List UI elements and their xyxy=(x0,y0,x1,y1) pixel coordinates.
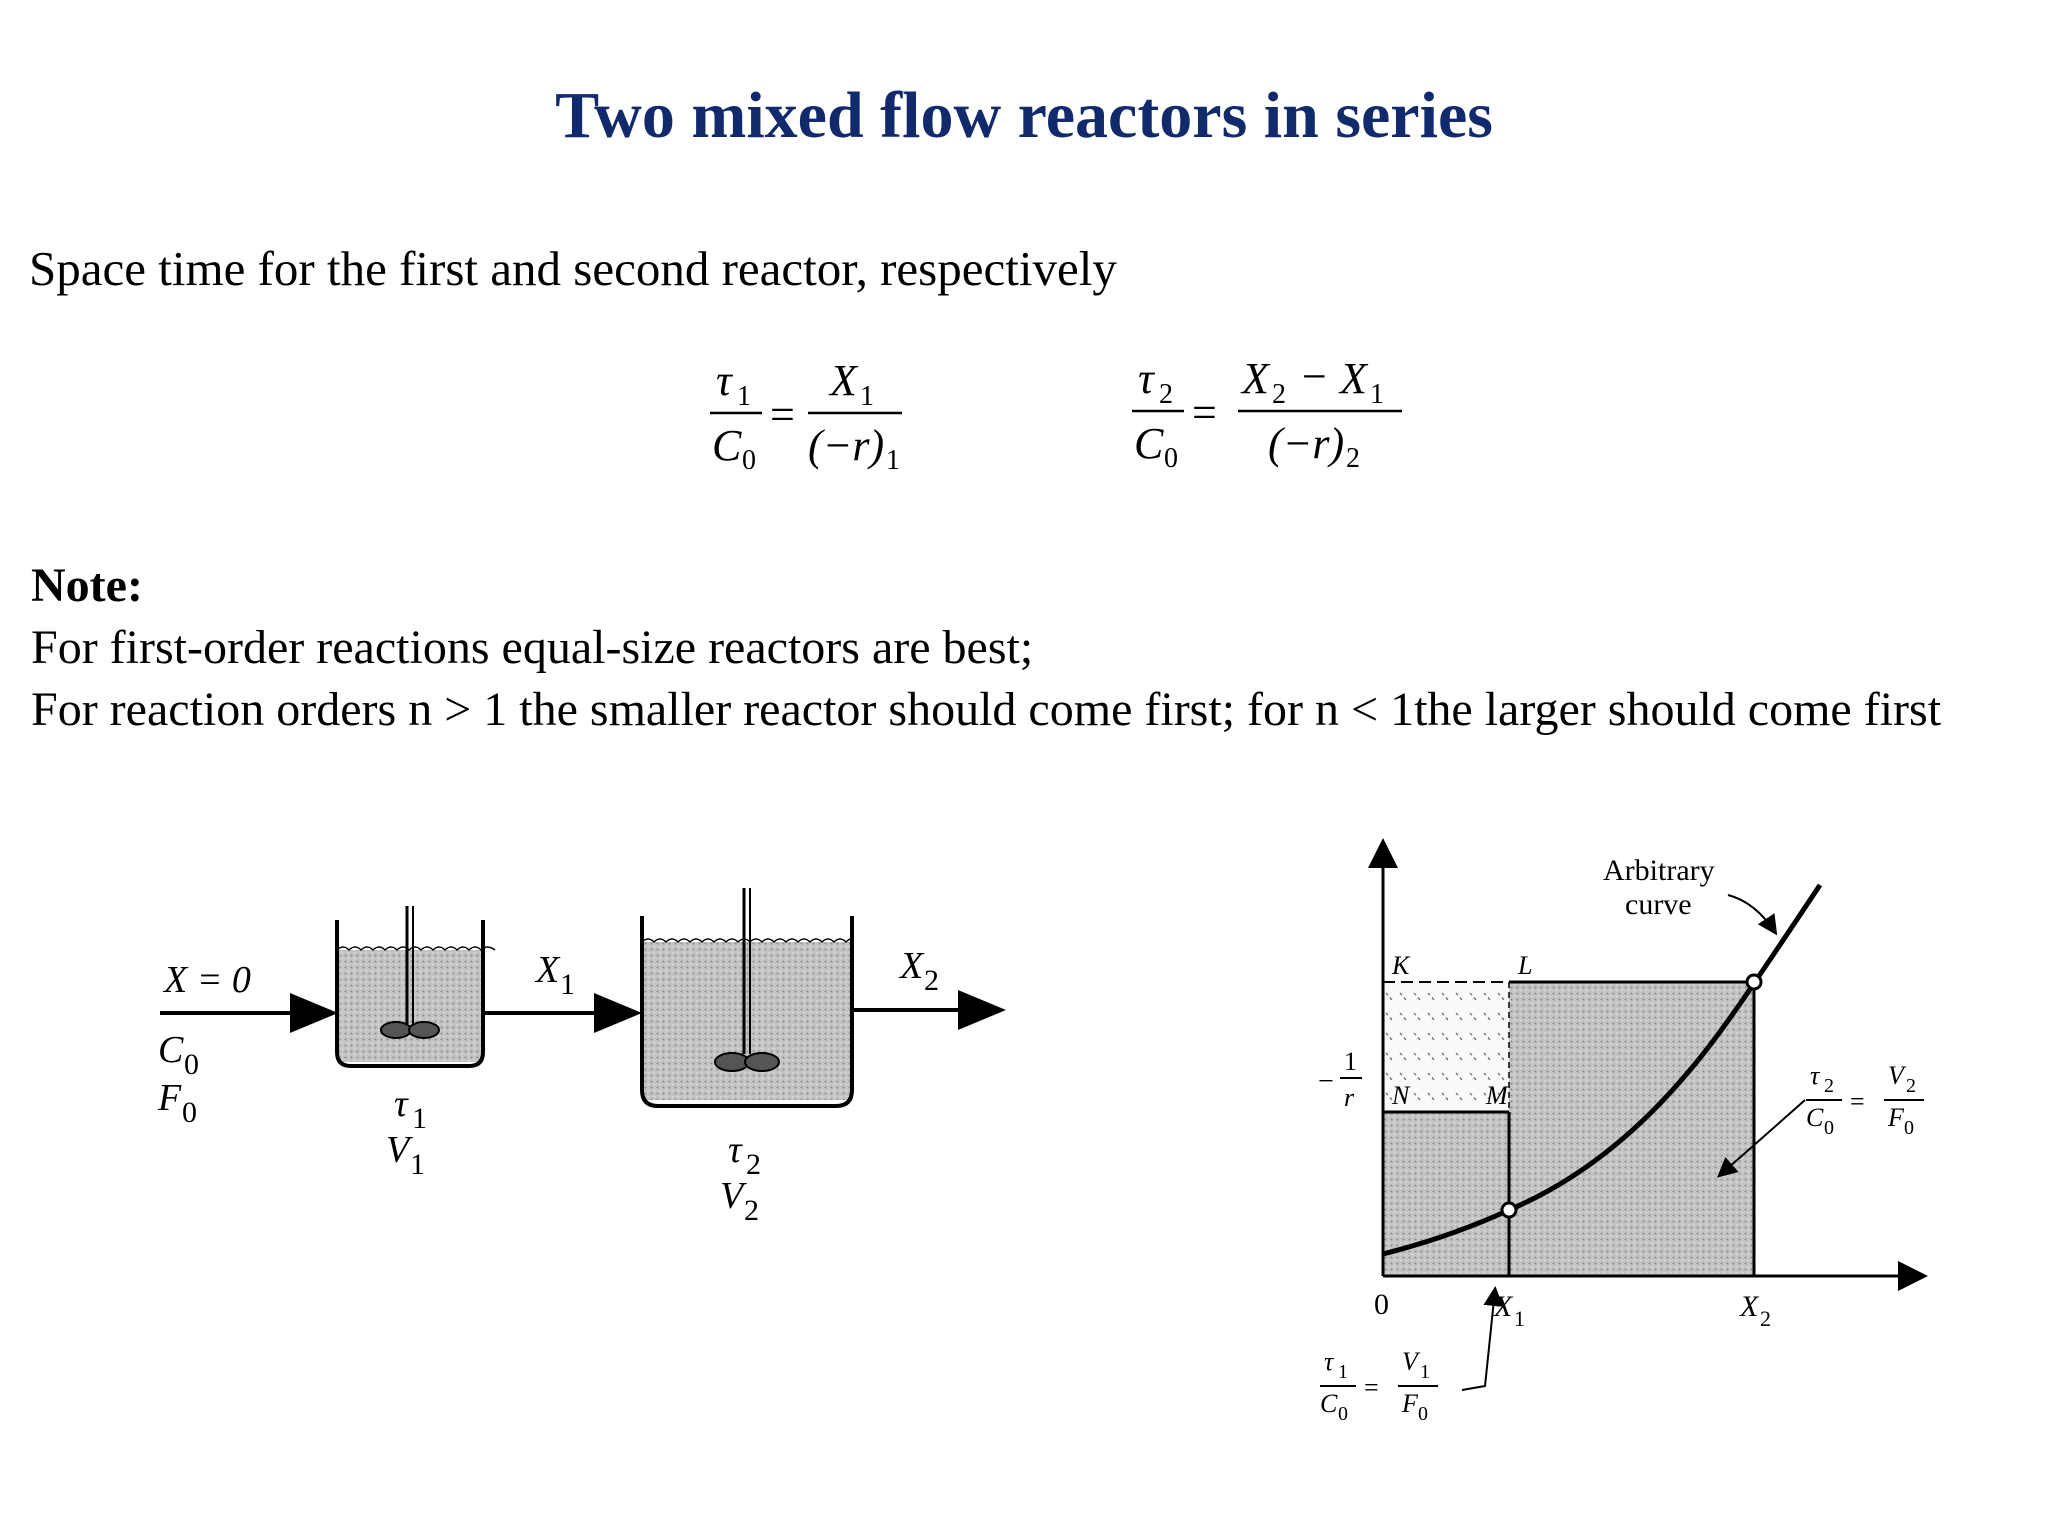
eq1-rate: (−r) xyxy=(808,421,884,470)
area2-v: V xyxy=(1888,1061,1907,1090)
feed-conc-label: C xyxy=(158,1029,184,1071)
reactor-1-tau: τ xyxy=(394,1083,409,1125)
feed-flow-label: F xyxy=(157,1077,182,1119)
eq2-minus: − xyxy=(1302,352,1327,401)
equation-first-reactor: τ 1 C 0 = X 1 (−r) 1 xyxy=(710,356,902,476)
reactor-1-tau-sub: 1 xyxy=(412,1102,427,1135)
eq1-x-sub: 1 xyxy=(860,381,874,412)
area1-c: C xyxy=(1320,1389,1338,1418)
equation-second-reactor: τ 2 C 0 = X 2 − X 1 (−r) 2 xyxy=(1132,352,1402,474)
area2-c: C xyxy=(1806,1103,1824,1132)
area1-f-sub: 0 xyxy=(1418,1403,1428,1425)
y-axis-minus: − xyxy=(1318,1066,1334,1097)
eq1-x: X xyxy=(828,356,859,405)
area1-equals: = xyxy=(1364,1373,1379,1402)
mid-stream-label: X xyxy=(534,949,561,991)
feed-conversion-label: X = 0 xyxy=(162,959,251,1001)
reactor-2-tau: τ xyxy=(728,1129,743,1171)
eq2-x2-sub: 2 xyxy=(1272,379,1286,410)
eq1-c: C xyxy=(712,421,742,470)
y-axis-num: 1 xyxy=(1344,1047,1357,1076)
area1-c-sub: 0 xyxy=(1338,1403,1348,1425)
area2-tau: τ xyxy=(1810,1061,1821,1090)
eq2-rate-sub: 2 xyxy=(1346,443,1360,474)
area-reactor-1-region xyxy=(1383,982,1509,1112)
eq2-x1-sub: 1 xyxy=(1370,379,1384,410)
area2-f: F xyxy=(1887,1103,1905,1132)
rate-curve xyxy=(1382,883,1823,1257)
point-m xyxy=(1500,1201,1518,1219)
reactor-2-volume: V xyxy=(720,1175,747,1217)
area2-v-sub: 2 xyxy=(1906,1075,1916,1097)
point-curve-x2 xyxy=(1745,973,1763,991)
slide-title: Two mixed flow reactors in series xyxy=(555,79,1493,152)
eq2-tau: τ xyxy=(1138,354,1156,403)
curve-label-line2: curve xyxy=(1625,888,1692,921)
area2-equals: = xyxy=(1850,1087,1865,1116)
x2-label-sub: 2 xyxy=(1760,1306,1771,1331)
reactor-1-volume: V xyxy=(386,1129,413,1171)
eq1-c-sub: 0 xyxy=(742,445,756,476)
mid-stream-sub: 1 xyxy=(560,968,575,1001)
note-heading: Note: xyxy=(31,559,143,612)
feed-conc-sub: 0 xyxy=(184,1048,199,1081)
point-m-label: M xyxy=(1485,1081,1509,1110)
eq2-c-sub: 0 xyxy=(1164,443,1178,474)
point-l-label: L xyxy=(1517,951,1532,980)
reactor-1-volume-sub: 1 xyxy=(410,1148,425,1181)
reactor-2-tau-sub: 2 xyxy=(746,1148,761,1181)
note-block: Note: For first-order reactions equal-si… xyxy=(31,555,2021,741)
area-1-label: τ 1 C 0 = V 1 F 0 xyxy=(1320,1347,1438,1425)
eq1-tau: τ xyxy=(716,356,734,405)
out-stream-label: X xyxy=(898,945,925,987)
curve-label-line1: Arbitrary xyxy=(1603,854,1715,887)
eq2-c: C xyxy=(1134,419,1164,468)
area1-tau: τ xyxy=(1324,1347,1335,1376)
eq2-equals: = xyxy=(1192,388,1217,437)
eq2-x1: X xyxy=(1338,354,1369,403)
out-stream-sub: 2 xyxy=(924,964,939,997)
space-time-equations: τ 1 C 0 = X 1 (−r) 1 τ 2 C 0 = X 2 − X 1… xyxy=(710,352,1402,476)
x-axis-origin: 0 xyxy=(1374,1288,1389,1321)
area1-f: F xyxy=(1401,1389,1419,1418)
point-k-label: K xyxy=(1391,951,1411,980)
area2-f-sub: 0 xyxy=(1904,1117,1914,1139)
eq2-tau-sub: 2 xyxy=(1159,379,1173,410)
eq2-x2: X xyxy=(1240,354,1271,403)
reactor-2-volume-sub: 2 xyxy=(744,1194,759,1227)
area1-v-sub: 1 xyxy=(1420,1361,1430,1383)
x2-label: X xyxy=(1739,1290,1760,1323)
x1-label: X xyxy=(1493,1290,1514,1323)
area1-v: V xyxy=(1402,1347,1421,1376)
levenspiel-plot: Arbitrary curve K L N M − 1 r 0 X 1 X 2 … xyxy=(1318,838,1928,1425)
eq1-tau-sub: 1 xyxy=(737,381,751,412)
x1-label-sub: 1 xyxy=(1514,1306,1525,1331)
eq1-rate-sub: 1 xyxy=(886,445,900,476)
intro-text: Space time for the first and second reac… xyxy=(29,241,1117,296)
point-n-label: N xyxy=(1391,1081,1411,1110)
reactor-series-diagram: X = 0 C 0 F 0 X 1 X 2 τ 1 V 1 τ 2 V 2 xyxy=(157,888,1006,1227)
area2-c-sub: 0 xyxy=(1824,1117,1834,1139)
y-axis-den: r xyxy=(1344,1083,1355,1112)
area-2-label: τ 2 C 0 = V 2 F 0 xyxy=(1806,1061,1924,1139)
area1-tau-sub: 1 xyxy=(1338,1361,1348,1383)
area2-tau-sub: 2 xyxy=(1824,1075,1834,1097)
reactor-2-tank xyxy=(640,888,854,1108)
eq2-rate: (−r) xyxy=(1268,419,1344,468)
eq1-equals: = xyxy=(770,390,795,439)
note-line-1: For first-order reactions equal-size rea… xyxy=(31,621,1034,674)
reactor-1-tank xyxy=(335,906,496,1068)
note-line-2: For reaction orders n > 1 the smaller re… xyxy=(31,683,1942,736)
feed-flow-sub: 0 xyxy=(182,1096,197,1129)
